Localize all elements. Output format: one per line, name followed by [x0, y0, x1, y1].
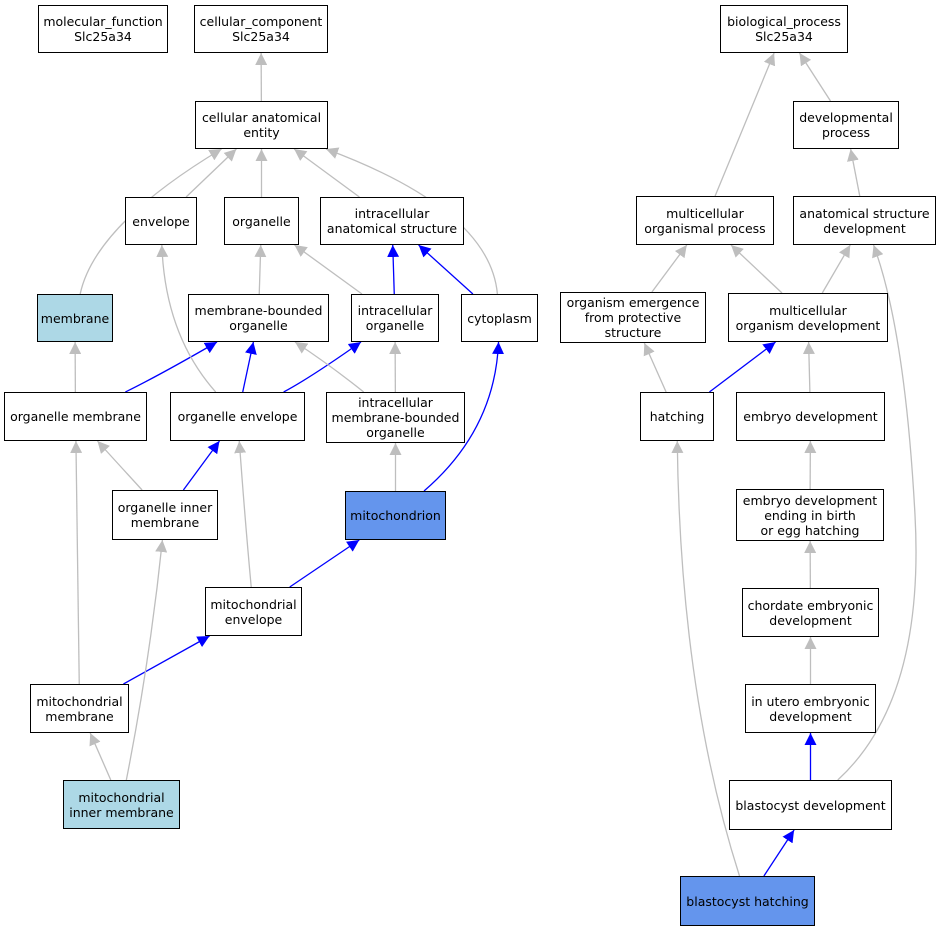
node-membrane-bounded-organelle[interactable]: membrane-bounded organelle [188, 294, 329, 342]
node-mitochondrial-envelope[interactable]: mitochondrial envelope [205, 587, 302, 636]
edge-is-a [294, 341, 365, 393]
node-organelle[interactable]: organelle [224, 197, 299, 245]
node-organism-emergence[interactable]: organism emergence from protective struc… [560, 292, 706, 343]
node-embryo-development[interactable]: embryo development [736, 392, 885, 441]
edge-is-a [96, 440, 143, 491]
edge-is-a [821, 244, 851, 294]
edge-is-a [254, 244, 267, 295]
node-mitochondrial-membrane[interactable]: mitochondrial membrane [30, 684, 129, 733]
node-membrane[interactable]: membrane [37, 294, 113, 342]
edge-is-a [293, 148, 360, 198]
node-developmental-process[interactable]: developmental process [793, 101, 899, 149]
edge-is-a [70, 440, 83, 685]
node-mitochondrial-inner-membrane[interactable]: mitochondrial inner membrane [63, 780, 180, 829]
edge-is-a [185, 148, 237, 198]
edge-is-a [643, 342, 667, 393]
edge-part-of [125, 341, 218, 393]
node-intracellular-membrane-bounded-organelle[interactable]: intracellular membrane-bounded organelle [326, 392, 465, 443]
node-mitochondrion[interactable]: mitochondrion [345, 491, 446, 540]
edge-is-a [234, 440, 252, 588]
node-chordate-embryonic-development[interactable]: chordate embryonic development [742, 588, 879, 637]
edge-part-of [182, 440, 220, 491]
edge-part-of [709, 341, 776, 393]
edge-part-of [418, 244, 474, 295]
edge-is-a [714, 52, 776, 197]
edge-is-a [79, 148, 222, 295]
node-in-utero-embryonic-development[interactable]: in utero embryonic development [745, 684, 876, 733]
node-cellular-component[interactable]: cellular_component Slc25a34 [194, 5, 328, 53]
node-intracellular-anatomical-structure[interactable]: intracellular anatomical structure [320, 197, 464, 245]
node-anatomical-structure-development[interactable]: anatomical structure development [793, 196, 936, 245]
node-intracellular-organelle[interactable]: intracellular organelle [351, 294, 439, 342]
edge-is-a [125, 539, 168, 781]
edge-part-of [423, 341, 505, 492]
node-hatching[interactable]: hatching [640, 392, 714, 441]
edge-is-a [89, 732, 112, 781]
edge-is-a [802, 341, 815, 393]
node-biological-process[interactable]: biological_process Slc25a34 [720, 5, 848, 53]
node-embryo-development-ending-in-birth[interactable]: embryo development ending in birth or eg… [736, 489, 884, 541]
edge-is-a [837, 244, 917, 781]
edge-is-a [651, 244, 688, 293]
node-cytoplasm[interactable]: cytoplasm [461, 294, 538, 342]
node-multicellular-organism-development[interactable]: multicellular organism development [728, 293, 888, 342]
node-organelle-envelope[interactable]: organelle envelope [170, 392, 305, 441]
edge-is-a [847, 148, 861, 197]
node-envelope[interactable]: envelope [125, 197, 197, 245]
edge-part-of [283, 341, 362, 393]
node-blastocyst-development[interactable]: blastocyst development [729, 780, 892, 830]
node-blastocyst-hatching[interactable]: blastocyst hatching [680, 876, 815, 926]
node-cellular-anatomical-entity[interactable]: cellular anatomical entity [195, 101, 328, 149]
edge-is-a [730, 244, 783, 294]
edge-part-of [289, 539, 360, 588]
edge-is-a [671, 440, 741, 877]
edge-part-of [387, 244, 400, 295]
edge-is-a [156, 244, 217, 393]
edge-part-of [242, 341, 257, 393]
edge-part-of [123, 635, 210, 685]
edge-part-of [763, 829, 795, 877]
edge-is-a [294, 244, 363, 295]
node-organelle-membrane[interactable]: organelle membrane [4, 392, 147, 441]
edge-is-a [798, 52, 832, 102]
node-organelle-inner-membrane[interactable]: organelle inner membrane [112, 490, 218, 540]
node-multicellular-organismal-process[interactable]: multicellular organismal process [636, 196, 774, 245]
node-molecular-function[interactable]: molecular_function Slc25a34 [38, 5, 168, 53]
